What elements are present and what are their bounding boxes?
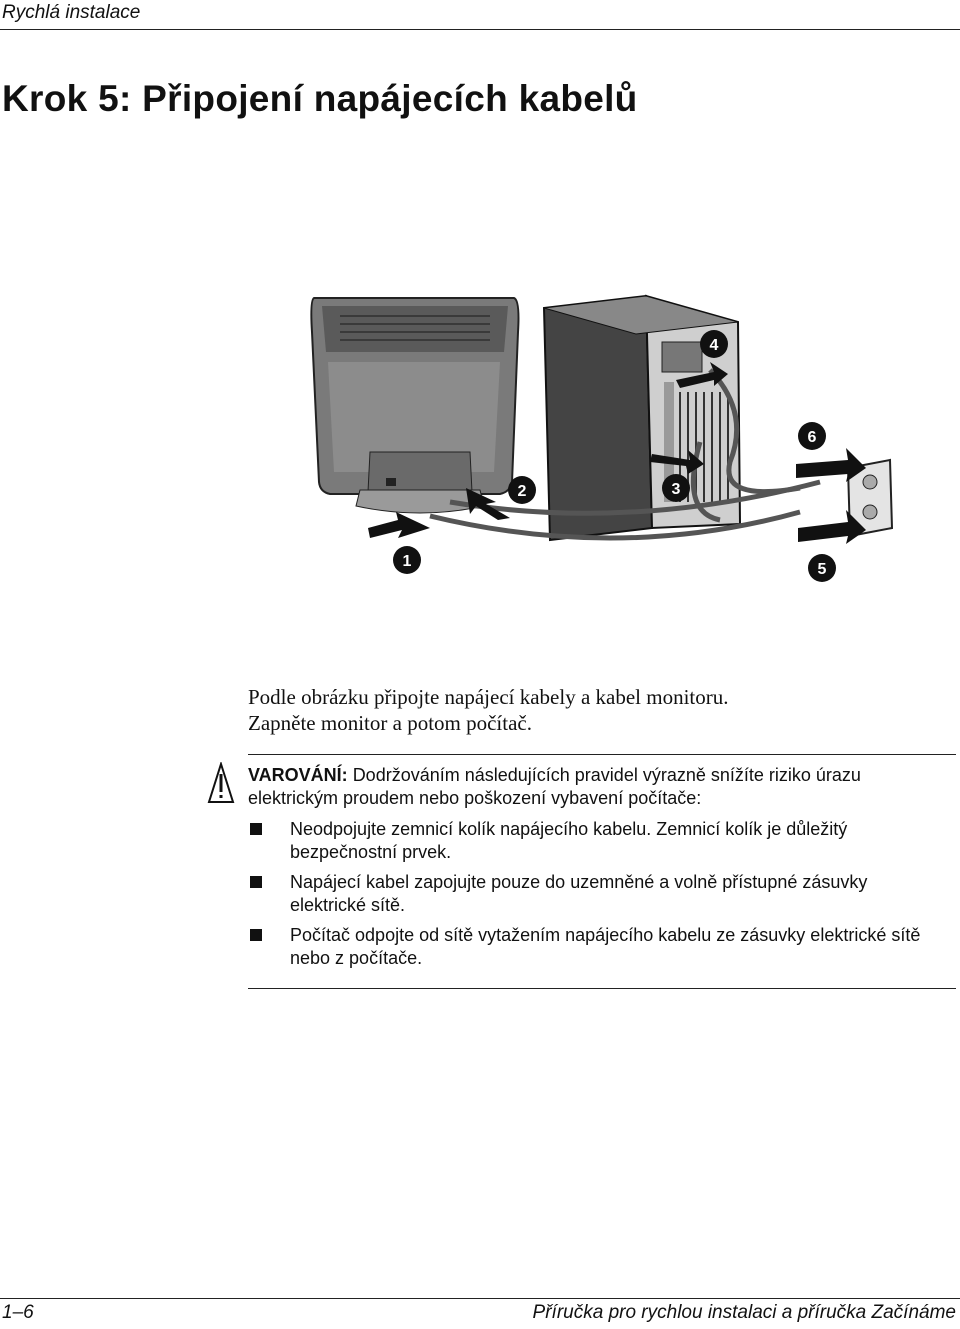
- page-number: 1–6: [2, 1302, 34, 1323]
- bullet-square-icon: [250, 823, 262, 835]
- callout-5: 5: [808, 554, 836, 582]
- callout-2: 2: [508, 476, 536, 504]
- list-item: Neodpojujte zemnicí kolík napájecího kab…: [248, 818, 938, 864]
- svg-text:1: 1: [403, 553, 412, 570]
- warning-label: VAROVÁNÍ:: [248, 765, 348, 785]
- svg-text:2: 2: [518, 483, 527, 500]
- callout-4: 4: [700, 330, 728, 358]
- page-title: Krok 5: Připojení napájecích kabelů: [2, 78, 638, 119]
- warning-top-rule: [248, 754, 956, 755]
- callout-markers: 1 2 3 4 5 6: [393, 330, 836, 582]
- svg-text:3: 3: [672, 481, 681, 498]
- warning-list: Neodpojujte zemnicí kolík napájecího kab…: [248, 818, 938, 977]
- wall-outlet-illustration: [846, 458, 894, 538]
- warning-text: Dodržováním následujících pravidel výraz…: [248, 765, 861, 808]
- document-title: Příručka pro rychlou instalaci a příručk…: [532, 1302, 956, 1323]
- running-header: Rychlá instalace: [2, 2, 141, 23]
- instruction-line-1: Podle obrázku připojte napájecí kabely a…: [248, 685, 729, 709]
- callout-3: 3: [662, 474, 690, 502]
- callout-6: 6: [798, 422, 826, 450]
- computer-tower-illustration: [542, 294, 742, 542]
- callout-arrows: [368, 362, 866, 544]
- footer-rule: [0, 1298, 960, 1299]
- svg-text:6: 6: [808, 429, 817, 446]
- warning-intro: VAROVÁNÍ: Dodržováním následujících prav…: [248, 764, 938, 810]
- bullet-square-icon: [250, 929, 262, 941]
- warning-bottom-rule: [248, 988, 956, 989]
- list-item: Napájecí kabel zapojujte pouze do uzemně…: [248, 871, 938, 917]
- warning-triangle-icon: [207, 762, 235, 803]
- callout-1: 1: [393, 546, 421, 574]
- svg-text:4: 4: [710, 337, 719, 354]
- power-cables: [429, 368, 821, 541]
- cable-connection-illustration: 1 2 3 4 5 6: [310, 294, 894, 582]
- bullet-square-icon: [250, 876, 262, 888]
- list-item: Počítač odpojte od sítě vytažením napáje…: [248, 924, 938, 970]
- instruction-line-2: Zapněte monitor a potom počítač.: [248, 711, 532, 735]
- monitor-illustration: [310, 297, 520, 514]
- instruction-paragraph: Podle obrázku připojte napájecí kabely a…: [248, 684, 898, 736]
- svg-text:5: 5: [818, 561, 827, 578]
- header-rule: [0, 29, 960, 30]
